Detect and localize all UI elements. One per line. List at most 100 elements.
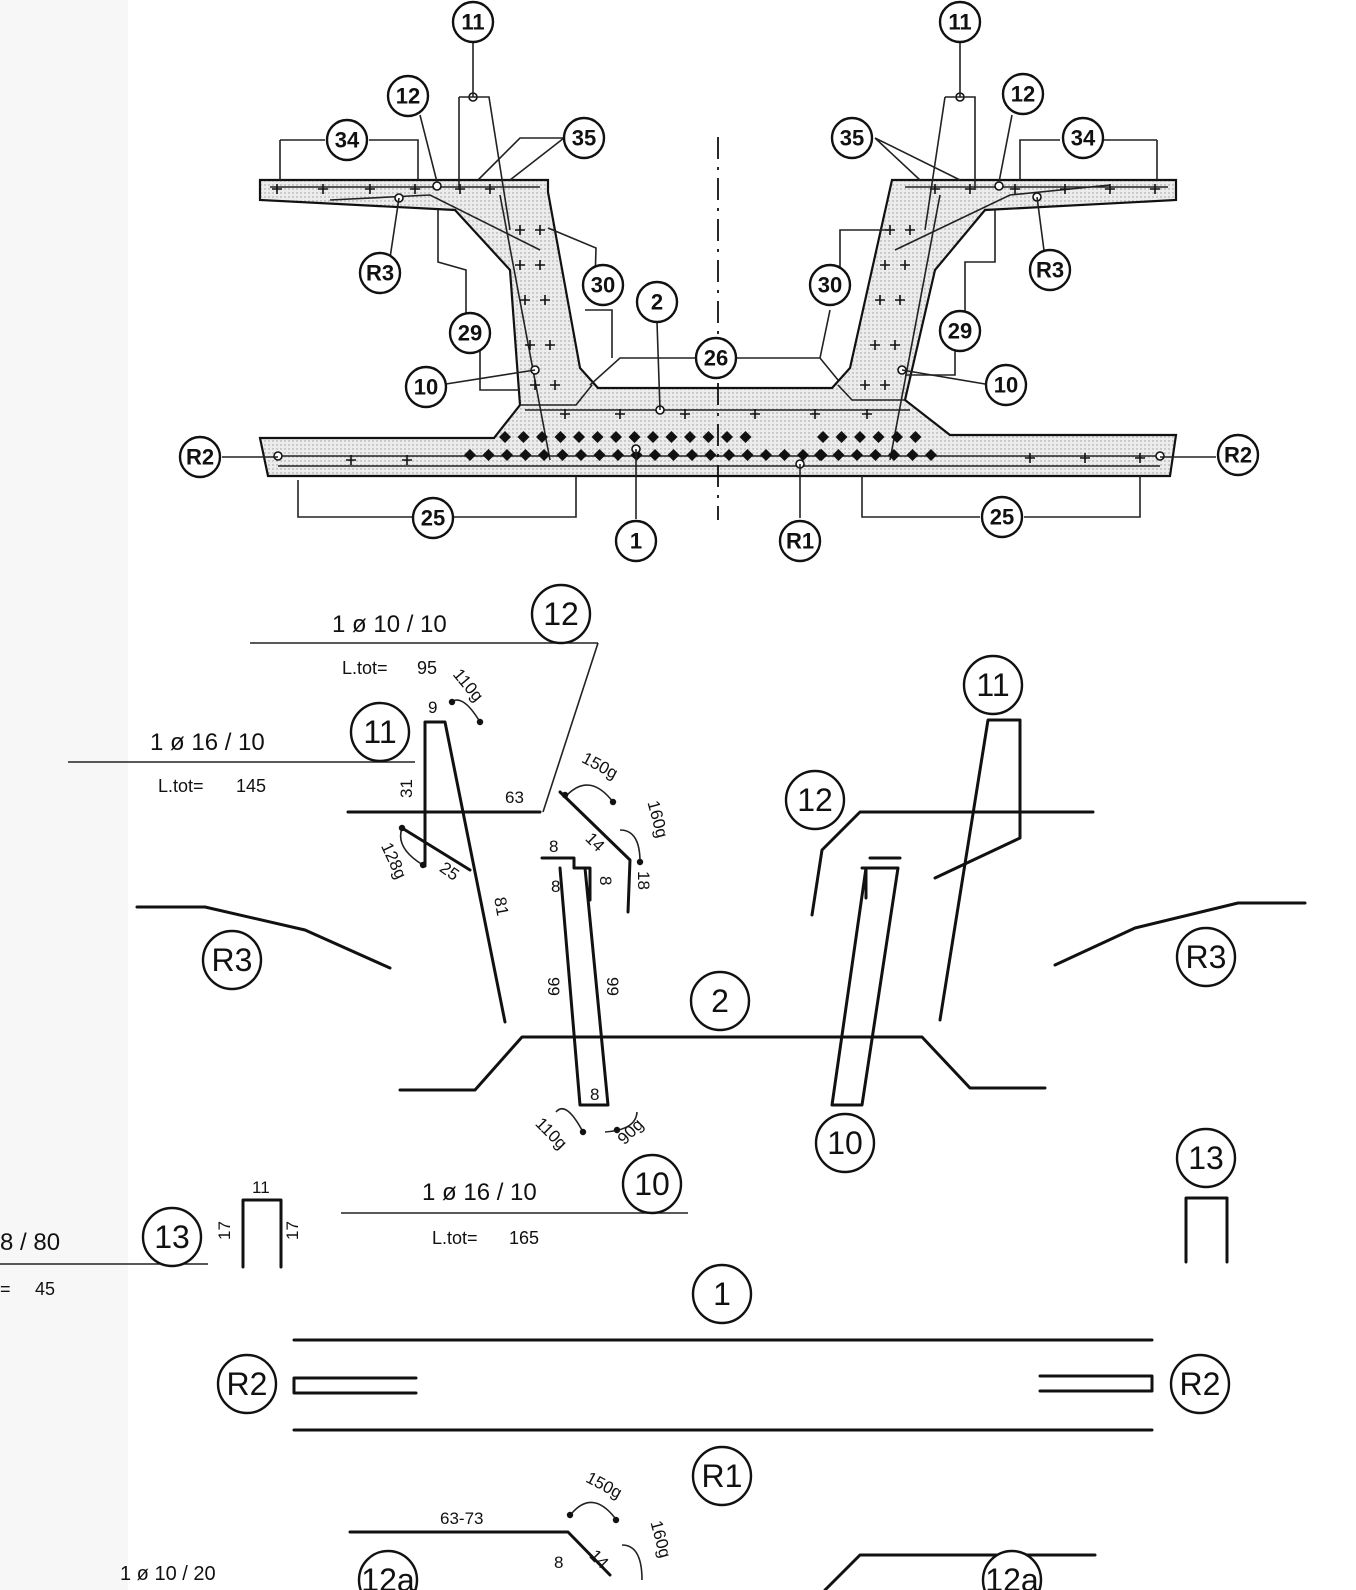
tag-11-right: 11 — [962, 654, 1024, 716]
rebar-diamond — [797, 449, 809, 461]
rebar-diamond — [573, 431, 585, 443]
rebar-crosses — [272, 184, 1160, 465]
section-tag-r1: R1 — [778, 519, 822, 563]
svg-text:10: 10 — [634, 1166, 670, 1202]
section-tag-35-left: 35 — [562, 116, 606, 160]
rebar-diamond — [665, 431, 678, 443]
svg-text:R1: R1 — [702, 1458, 743, 1494]
rebar-diamond — [854, 431, 866, 443]
bar-13-spec: 8 / 80 — [0, 1229, 60, 1256]
rebar-diamond — [575, 449, 587, 461]
rebar-diamond — [517, 431, 530, 443]
bar-r3-detail: R3 R3 — [135, 901, 1307, 991]
bar-12-angle-point — [448, 698, 456, 706]
bar-12-ltot-label: L.tot= — [342, 658, 388, 678]
svg-text:29: 29 — [458, 321, 482, 346]
bar-12-dim-1: 110g — [449, 665, 487, 705]
rebar-diamond — [499, 431, 511, 443]
section-tag-29-left: 29 — [448, 311, 492, 355]
bar-10-right-shape: 10 — [814, 856, 902, 1174]
bar-12-angle-point — [476, 718, 484, 726]
rebar-diamond — [925, 449, 937, 461]
bar-13-right-shape: 13 — [1175, 1127, 1237, 1264]
section-tag-12-left: 12 — [386, 74, 430, 118]
svg-text:R2: R2 — [186, 445, 214, 470]
bar-2-detail: 2 — [398, 970, 1047, 1092]
svg-text:10: 10 — [414, 375, 438, 400]
rebar-diamond — [869, 449, 882, 461]
rebar-diamond — [536, 431, 548, 443]
bar-13-dim-2: 17 — [283, 1221, 302, 1240]
svg-text:35: 35 — [572, 126, 596, 151]
tag-12-right: 12 — [784, 769, 846, 831]
section-tag-10-left: 10 — [404, 365, 448, 409]
svg-text:11: 11 — [461, 10, 484, 35]
bar-12a-spec: 1 ø 10 / 20 — [120, 1563, 216, 1585]
rebar-diamond — [538, 449, 550, 461]
rebar-diamond — [817, 431, 829, 443]
bar-11-detail: 1 ø 16 / 10 L.tot= 145 11 31 — [68, 701, 507, 1024]
bar-10-dim-11: 90g — [614, 1115, 647, 1148]
svg-text:12: 12 — [396, 84, 420, 109]
section-tag-1: 1 — [614, 519, 658, 563]
bar-10-dim-3: 14 — [582, 829, 609, 856]
bar-11-right-line — [889, 194, 941, 461]
section-tag-26: 26 — [694, 336, 738, 380]
bar-12a-dim-4: 14 — [586, 1546, 613, 1573]
bar-13-shape — [241, 1198, 283, 1269]
svg-text:12a: 12a — [361, 1562, 415, 1590]
tag-r3-left: R3 — [201, 929, 263, 991]
bar-10-dim-0: 150g — [579, 748, 621, 783]
bar-12-right-shape: 12 — [784, 769, 1095, 917]
svg-text:10: 10 — [994, 373, 1018, 398]
bar-12-leader — [542, 642, 599, 813]
section-tag-34-left: 34 — [325, 118, 369, 162]
bar-11-right-shape: 11 — [933, 654, 1024, 1022]
bar-10-dim-1: 160g — [644, 798, 672, 839]
bar-12a-angle-point — [566, 1511, 574, 1519]
svg-text:12: 12 — [543, 596, 579, 632]
bar-r2-detail: R2 R2 — [216, 1353, 1231, 1415]
tag-r2-right: R2 — [1169, 1353, 1231, 1415]
section-tag-r2-left: R2 — [178, 435, 222, 479]
rebar-diamond — [909, 431, 922, 443]
bar-11-ltot-label: L.tot= — [158, 776, 204, 796]
tag-r3-right: R3 — [1175, 926, 1237, 988]
bar-11-tag: 11 — [349, 701, 411, 763]
bar-schedule: 1 ø 10 / 10 L.tot= 95 12 9 110g 63 128g … — [0, 583, 1307, 1590]
section-tag-r3-left: R3 — [358, 251, 402, 295]
bar-12-dim-5: 81 — [490, 895, 512, 917]
section-tag-25-right: 25 — [980, 495, 1024, 539]
bar-11-left-line — [499, 194, 551, 461]
section-tag-11-right: 11 — [938, 0, 982, 44]
svg-text:13: 13 — [154, 1219, 190, 1255]
bar-12-dim-2: 63 — [505, 788, 524, 807]
svg-text:30: 30 — [591, 273, 615, 298]
rebar-diamond — [702, 431, 715, 443]
svg-text:11: 11 — [948, 10, 971, 35]
scan-margin — [0, 0, 128, 1590]
svg-text:R2: R2 — [227, 1366, 268, 1402]
rebar-diamond — [851, 449, 863, 461]
section-tag-34-right: 34 — [1061, 116, 1105, 160]
rebar-diamond — [610, 431, 622, 443]
bar-10-dim-7: 99 — [544, 977, 563, 996]
svg-text:R3: R3 — [366, 261, 394, 286]
svg-text:25: 25 — [990, 505, 1014, 530]
bar-10-angle-point — [609, 798, 617, 806]
rebar-diamond — [501, 449, 513, 461]
svg-text:10: 10 — [827, 1125, 863, 1161]
bar-10-hook — [558, 790, 632, 914]
bar-11-spec: 1 ø 16 / 10 — [150, 729, 265, 756]
svg-text:12a: 12a — [985, 1562, 1039, 1590]
section-tag-r3-right: R3 — [1028, 248, 1072, 292]
svg-text:1: 1 — [630, 529, 642, 554]
bar-12a-tag: 12a — [357, 1549, 419, 1590]
rebar-diamond — [628, 431, 641, 443]
bar-12a-angle-point — [612, 1516, 620, 1524]
bar-12-dim-3: 128g — [377, 840, 410, 882]
svg-text:11: 11 — [976, 667, 1009, 703]
bar-10-dim-8: 99 — [603, 977, 622, 996]
svg-text:13: 13 — [1188, 1140, 1224, 1176]
